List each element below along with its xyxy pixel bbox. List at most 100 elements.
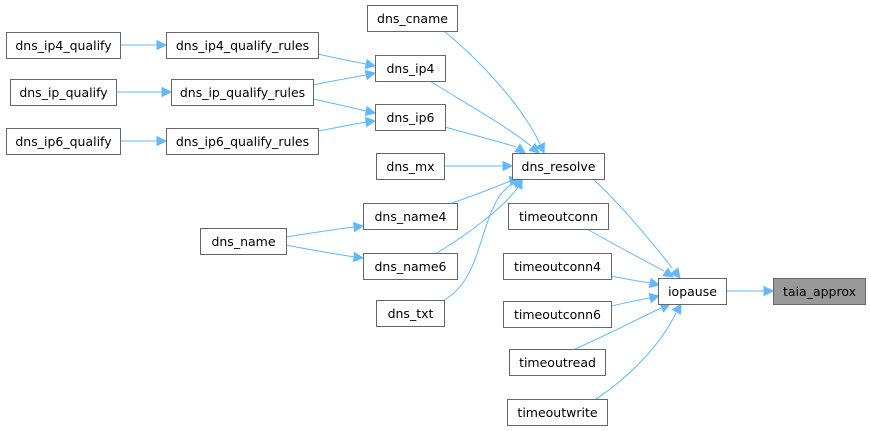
- edge-dns_ip4-to-dns_resolve: [429, 80, 540, 154]
- node-label: timeoutconn6: [514, 307, 601, 322]
- node-label: dns_name6: [374, 259, 446, 274]
- node-box: [376, 300, 445, 327]
- node-label: iopause: [668, 284, 717, 299]
- edge-arrowhead: [156, 39, 168, 51]
- edge-line: [317, 53, 367, 65]
- node-box: [658, 278, 727, 305]
- node-taia-approx: taia_approx: [773, 278, 866, 305]
- node-box: [166, 32, 319, 59]
- node-timeoutconn[interactable]: timeoutconn: [508, 203, 609, 230]
- node-label: dns_ip4_qualify_rules: [176, 38, 309, 53]
- node-dns-ip6-qualify-rules[interactable]: dns_ip6_qualify_rules: [166, 128, 319, 155]
- node-label: dns_ip6_qualify: [15, 134, 112, 149]
- edge-dns_ip4_qualify_rules-to-dns_ip4: [317, 53, 377, 70]
- node-timeoutread[interactable]: timeoutread: [509, 349, 606, 376]
- edge-line: [592, 178, 673, 269]
- edges-layer: [116, 30, 775, 400]
- edge-dns_name-to-dns_name6: [285, 244, 365, 263]
- node-label: dns_txt: [388, 306, 434, 321]
- edge-dns_ip4_qualify-to-dns_ip4_qualify_rules: [120, 39, 168, 51]
- edge-dns_ip_qualify_rules-to-dns_ip4: [312, 69, 377, 86]
- node-dns-ip6[interactable]: dns_ip6: [375, 104, 446, 131]
- node-box: [166, 128, 319, 155]
- node-dns-ip4[interactable]: dns_ip4: [375, 55, 446, 82]
- edge-dns_cname-to-dns_resolve: [443, 30, 545, 155]
- edge-timeoutconn-to-iopause: [586, 228, 674, 278]
- node-dns-ip-qualify[interactable]: dns_ip_qualify: [10, 79, 117, 106]
- edge-line: [312, 98, 367, 112]
- edge-dns_ip_qualify_rules-to-dns_ip6: [312, 98, 377, 117]
- node-dns-mx[interactable]: dns_mx: [376, 153, 445, 180]
- node-dns-ip-qualify-rules[interactable]: dns_ip_qualify_rules: [171, 79, 314, 106]
- edge-dns_resolve-to-iopause: [592, 178, 681, 279]
- edge-line: [317, 121, 367, 132]
- edge-line: [610, 275, 651, 284]
- edge-arrowhead: [514, 143, 526, 154]
- node-dns-ip6-qualify[interactable]: dns_ip6_qualify: [6, 128, 121, 155]
- node-dns-cname[interactable]: dns_cname: [367, 5, 458, 32]
- node-box: [503, 301, 612, 328]
- node-box: [363, 253, 458, 280]
- edge-line: [436, 186, 519, 254]
- node-box: [171, 79, 314, 106]
- node-dns-name[interactable]: dns_name: [200, 228, 287, 255]
- node-dns-name4[interactable]: dns_name4: [363, 203, 458, 230]
- node-dns-ip4-qualify-rules[interactable]: dns_ip4_qualify_rules: [166, 32, 319, 59]
- edge-line: [285, 226, 355, 238]
- node-iopause[interactable]: iopause: [658, 278, 727, 305]
- edge-line: [285, 244, 355, 258]
- node-timeoutconn6[interactable]: timeoutconn6: [503, 301, 612, 328]
- node-box: [200, 228, 287, 255]
- node-label: taia_approx: [783, 284, 856, 299]
- edge-arrowhead: [156, 135, 168, 147]
- edge-dns_ip_qualify-to-dns_ip_qualify_rules: [116, 86, 173, 98]
- node-label: dns_cname: [377, 11, 448, 26]
- node-timeoutconn4[interactable]: timeoutconn4: [503, 253, 612, 280]
- node-timeoutwrite[interactable]: timeoutwrite: [507, 399, 608, 426]
- edge-line: [595, 312, 677, 400]
- edge-dns_name4-to-dns_resolve: [451, 175, 521, 204]
- node-label: dns_ip_qualify: [19, 85, 108, 100]
- node-dns-ip4-qualify[interactable]: dns_ip4_qualify: [6, 32, 121, 59]
- node-label: dns_name: [211, 234, 275, 249]
- edge-timeoutconn4-to-iopause: [610, 275, 661, 289]
- node-label: dns_ip6: [387, 110, 435, 125]
- node-label: dns_ip6_qualify_rules: [176, 134, 309, 149]
- edge-arrowhead: [535, 142, 545, 155]
- node-box: [508, 203, 609, 230]
- node-label: dns_mx: [386, 159, 434, 174]
- edge-line: [444, 126, 517, 148]
- edge-arrowhead: [662, 267, 674, 278]
- edge-arrowhead: [648, 277, 661, 289]
- edge-timeoutconn6-to-iopause: [610, 292, 661, 307]
- edge-arrowhead: [502, 160, 514, 172]
- node-label: dns_ip_qualify_rules: [180, 85, 305, 100]
- edge-arrowhead: [528, 142, 540, 154]
- node-label: dns_ip4: [387, 61, 435, 76]
- edge-timeoutwrite-to-iopause: [595, 303, 682, 400]
- edge-arrowhead: [352, 221, 365, 233]
- edge-dns_ip6-to-dns_resolve: [444, 126, 526, 154]
- node-box: [6, 32, 121, 59]
- edge-line: [312, 74, 367, 86]
- node-dns-resolve[interactable]: dns_resolve: [512, 153, 605, 180]
- edge-arrowhead: [364, 58, 377, 70]
- edge-dns_ip6_qualify_rules-to-dns_ip6: [317, 116, 377, 132]
- node-box: [375, 104, 446, 131]
- node-box: [367, 5, 458, 32]
- node-box: [6, 128, 121, 155]
- node-dns-txt[interactable]: dns_txt: [376, 300, 445, 327]
- edge-arrowhead: [648, 292, 661, 304]
- node-box: [363, 203, 458, 230]
- node-box: [375, 55, 446, 82]
- node-box: [507, 399, 608, 426]
- edge-line: [451, 180, 511, 204]
- node-box: [376, 153, 445, 180]
- node-label: timeoutconn: [519, 209, 598, 224]
- edge-dns_ip6_qualify-to-dns_ip6_qualify_rules: [120, 135, 168, 147]
- edge-arrowhead: [669, 267, 681, 279]
- nodes-layer: taia_approx iopause dns_resolve timeoutconn…: [6, 5, 866, 426]
- edge-line: [610, 297, 651, 307]
- node-dns-name6[interactable]: dns_name6: [363, 253, 458, 280]
- node-label: timeoutwrite: [517, 405, 597, 420]
